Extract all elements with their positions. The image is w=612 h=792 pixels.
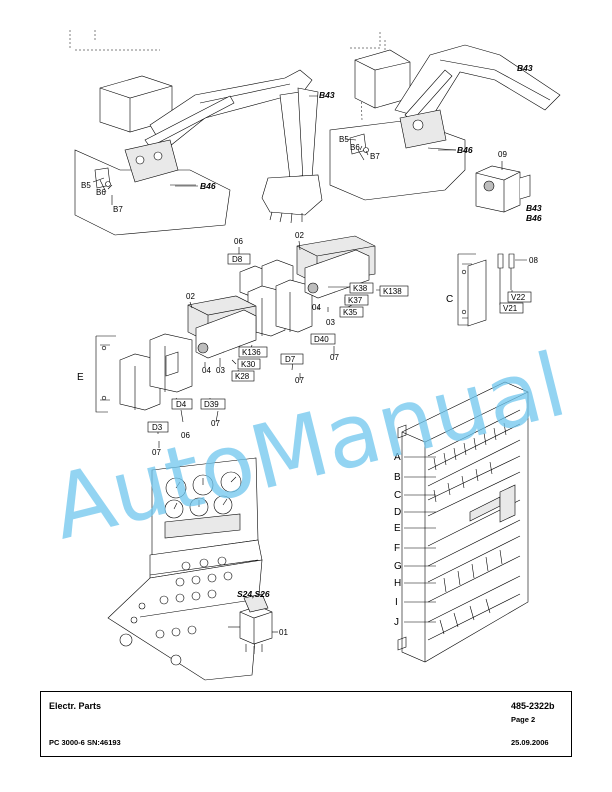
footer-doc-number: 485-2322b [511,701,555,711]
footer-title-block: Electr. Parts 485-2322b Page 2 PC 3000-6… [40,691,572,757]
footer-date: 25.09.2006 [511,738,549,747]
box-d4: D4 [176,400,187,409]
box-d40: D40 [314,335,329,344]
designator-boxes: D8 K38 K138 K37 K35 D40 D7 K136 K30 K28 … [147,253,532,433]
callout-b7-left: B7 [113,205,123,214]
control-panel-drawing [107,457,273,681]
callout-e: E [77,372,84,383]
rail-letter-i: I [395,597,398,608]
callout-09: 09 [498,150,507,159]
cabinet-rails [427,409,521,641]
rail-letter-e: E [394,523,401,534]
callout-07-d7: 07 [295,376,304,385]
callout-07-d40: 07 [330,353,339,362]
rail-letter-c: C [394,490,401,501]
callout-08: 08 [529,256,538,265]
rail-letter-b: B [394,472,401,483]
footer-model: PC 3000-6 SN:46193 [49,738,121,747]
box-d8: D8 [232,255,243,264]
relay-group-middle-drawing [95,295,257,413]
rail-letter-d: D [394,507,401,518]
callout-b46-left: B46 [200,181,216,191]
box-k38: K38 [353,284,368,293]
callout-b5-left: B5 [81,181,91,190]
callout-c: C [446,294,453,305]
box-k136: K136 [242,348,261,357]
electrical-cabinet-drawing [397,381,529,663]
rail-letter-g: G [394,561,402,572]
excavator-arm-left-drawing [69,30,323,236]
callout-b7-right: B7 [370,152,380,161]
callout-b6-left: B6 [96,188,106,197]
callout-04-upper: 04 [312,303,321,312]
rail-letter-f: F [394,543,400,554]
box-k28: K28 [235,372,250,381]
box-v22: V22 [511,293,526,302]
callout-04-middle: 04 [202,366,211,375]
callout-06-lower: 06 [181,431,190,440]
callout-01: 01 [279,628,288,637]
callout-b46-09: B46 [526,213,542,223]
callout-07-d39: 07 [211,419,220,428]
rail-letter-j: J [394,617,399,628]
relay-group-upper-drawing [239,235,376,337]
excavator-boom-right-drawing [329,30,561,201]
box-k30: K30 [241,360,256,369]
component-09-drawing [475,165,531,213]
callout-02-middle: 02 [186,292,195,301]
callout-b46-right: B46 [457,145,473,155]
callout-02-upper: 02 [295,231,304,240]
rail-letter-h: H [394,578,401,589]
callout-b43-left: B43 [319,90,335,100]
callout-b43-right: B43 [517,63,533,73]
box-k138: K138 [383,287,402,296]
box-k37: K37 [348,296,363,305]
rail-letter-a: A [394,452,401,463]
footer-title: Electr. Parts [49,701,102,711]
callout-07-d3: 07 [152,448,161,457]
box-d3: D3 [152,423,163,432]
callout-03-upper: 03 [326,318,335,327]
footer-page: Page 2 [511,715,536,724]
callout-b5-right: B5 [339,135,349,144]
callout-b43-09: B43 [526,203,542,213]
box-v21: V21 [503,304,518,313]
box-d7: D7 [285,355,296,364]
callout-b6-right: B6 [350,143,360,152]
callout-03-middle: 03 [216,366,225,375]
callout-s24-s26: S24,S26 [237,589,270,599]
cabinet-rail-letters: A B C D E F G H I J [394,452,402,628]
callout-06-upper: 06 [234,237,243,246]
callout-labels: B43 B46 B5 B6 B7 B43 B46 B5 B6 B7 09 B43… [77,63,542,637]
box-d39: D39 [204,400,219,409]
box-k35: K35 [343,308,358,317]
bracket-c-drawing [457,253,515,327]
